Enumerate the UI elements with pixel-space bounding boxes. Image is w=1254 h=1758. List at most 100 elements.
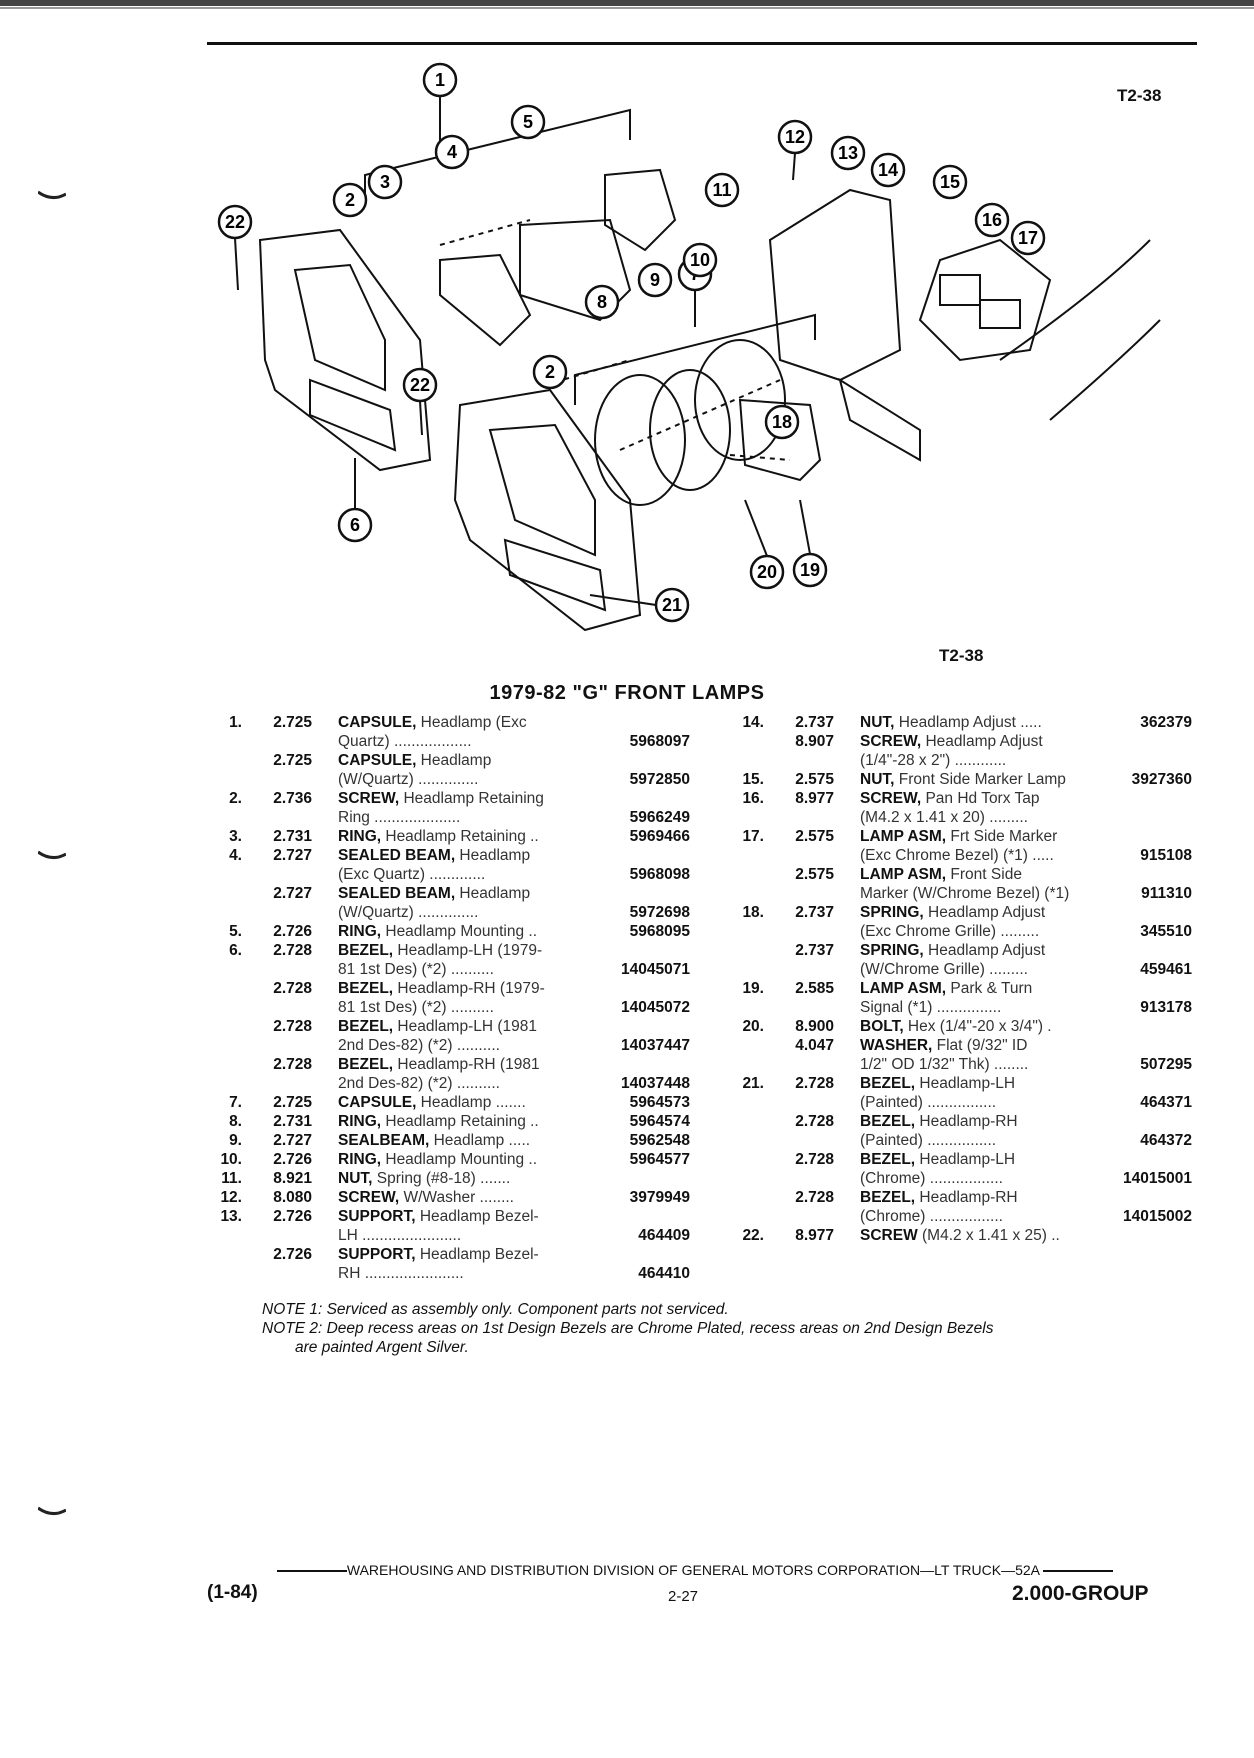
part-name: WASHER, xyxy=(860,1037,933,1054)
parts-row: (1/4"-28 x 2") ............ xyxy=(716,751,1192,770)
parts-row: Signal (*1) ...............913178 xyxy=(716,998,1192,1017)
parts-row: (W/Quartz) ..............5972698 xyxy=(194,903,690,922)
item-number xyxy=(716,1093,764,1112)
svg-text:5: 5 xyxy=(523,112,533,132)
footer-group: 2.000-GROUP xyxy=(1012,1582,1149,1605)
part-description-text: Pan Hd Torx Tap xyxy=(921,790,1040,807)
svg-text:14: 14 xyxy=(878,160,898,180)
group-number: 2.728 xyxy=(273,1018,312,1035)
part-name: SCREW, xyxy=(860,790,922,807)
item-number xyxy=(716,1131,764,1150)
part-description: RING, Headlamp Mounting .. xyxy=(338,922,598,941)
part-name: SUPPORT, xyxy=(338,1246,416,1263)
parts-row: Marker (W/Chrome Bezel) (*1) 911310 xyxy=(716,884,1192,903)
svg-text:15: 15 xyxy=(940,172,960,192)
callout-19: 19 xyxy=(792,552,828,588)
parts-row: Quartz) ..................5968097 xyxy=(194,732,690,751)
item-number: 13. xyxy=(220,1208,242,1225)
group-number: 8.900 xyxy=(795,1018,834,1035)
group-number: 2.727 xyxy=(273,1132,312,1149)
part-name: CAPSULE, xyxy=(338,1094,417,1111)
callout-21: 21 xyxy=(654,587,690,623)
parts-row: (Exc Chrome Bezel) (*1) ..... 915108 xyxy=(716,846,1192,865)
part-description: NUT, Headlamp Adjust ..... xyxy=(860,713,1100,732)
parts-row: (Chrome) .................14015001 xyxy=(716,1169,1192,1188)
part-name: LAMP ASM, xyxy=(860,866,947,883)
part-description-text: (Exc Quartz) ............. xyxy=(338,866,486,883)
group-number xyxy=(764,884,860,903)
item-number: 4. xyxy=(229,847,242,864)
part-description-text: Headlamp-RH (1981 xyxy=(393,1056,540,1073)
part-name: SPRING, xyxy=(860,942,924,959)
part-number: 14045072 xyxy=(621,999,690,1016)
part-description: CAPSULE, Headlamp (Exc xyxy=(338,713,598,732)
part-name: BEZEL, xyxy=(338,1056,394,1073)
svg-text:1: 1 xyxy=(435,70,445,90)
item-number xyxy=(716,922,764,941)
part-number xyxy=(598,884,690,903)
part-description: (Exc Chrome Bezel) (*1) ..... xyxy=(860,846,1100,865)
item-number: 15. xyxy=(742,771,764,788)
item-number: 21. xyxy=(742,1075,764,1092)
svg-text:18: 18 xyxy=(772,412,792,432)
group-number xyxy=(242,1036,338,1055)
part-description-text: Marker (W/Chrome Bezel) (*1) xyxy=(860,885,1070,902)
part-description: SCREW, Headlamp Retaining xyxy=(338,789,598,808)
part-description: NUT, Front Side Marker Lamp xyxy=(860,770,1100,789)
part-description-text: (Exc Chrome Grille) ......... xyxy=(860,923,1040,940)
part-name: RING, xyxy=(338,1151,382,1168)
svg-text:2: 2 xyxy=(345,190,355,210)
item-number: 3. xyxy=(229,828,242,845)
parts-row: 2nd Des-82) (*2) ..........14037447 xyxy=(194,1036,690,1055)
part-description-text: Ring .................... xyxy=(338,809,461,826)
part-name: SCREW, xyxy=(860,733,922,750)
part-number: 5968095 xyxy=(629,923,690,940)
group-number: 2.728 xyxy=(795,1189,834,1206)
item-number: 10. xyxy=(220,1151,242,1168)
part-description: (W/Chrome Grille) ......... xyxy=(860,960,1100,979)
parts-row: (W/Quartz) ..............5972850 xyxy=(194,770,690,789)
part-number xyxy=(598,979,690,998)
item-number xyxy=(716,1207,764,1226)
callout-5: 5 xyxy=(510,104,546,140)
part-description-text: W/Washer ........ xyxy=(399,1189,514,1206)
part-number: 915108 xyxy=(1140,847,1192,864)
part-description: SEALBEAM, Headlamp ..... xyxy=(338,1131,598,1150)
part-description: SCREW, Headlamp Adjust xyxy=(860,732,1100,751)
group-number: 2.728 xyxy=(795,1151,834,1168)
footer-date: (1-84) xyxy=(207,1582,258,1603)
top-edge-bar-shadow xyxy=(0,7,1254,9)
part-number: 911310 xyxy=(1141,885,1192,902)
parts-row: Ring ....................5966249 xyxy=(194,808,690,827)
header-rule xyxy=(207,42,1197,45)
part-description: 2nd Des-82) (*2) .......... xyxy=(338,1074,598,1093)
item-number: 11. xyxy=(221,1170,242,1187)
group-number xyxy=(242,1074,338,1093)
part-name: BEZEL, xyxy=(860,1113,916,1130)
item-number xyxy=(194,1074,242,1093)
part-number: 507295 xyxy=(1140,1056,1192,1073)
group-number xyxy=(242,1264,338,1283)
part-name: SEALED BEAM, xyxy=(338,885,456,902)
part-description-text: Headlamp-LH (1981 xyxy=(393,1018,538,1035)
part-description-text: Frt Side Marker xyxy=(946,828,1058,845)
group-number: 2.737 xyxy=(795,714,834,731)
part-number: 464371 xyxy=(1140,1094,1192,1111)
group-number: 4.047 xyxy=(795,1037,834,1054)
part-number xyxy=(1100,732,1192,751)
item-number: 20. xyxy=(742,1018,764,1035)
group-number: 2.575 xyxy=(795,866,834,883)
part-description: (M4.2 x 1.41 x 20) ......... xyxy=(860,808,1100,827)
part-description-text: (1/4"-28 x 2") ............ xyxy=(860,752,1007,769)
part-description-text: (W/Chrome Grille) ......... xyxy=(860,961,1028,978)
group-number: 8.907 xyxy=(795,733,834,750)
group-number: 2.727 xyxy=(273,885,312,902)
